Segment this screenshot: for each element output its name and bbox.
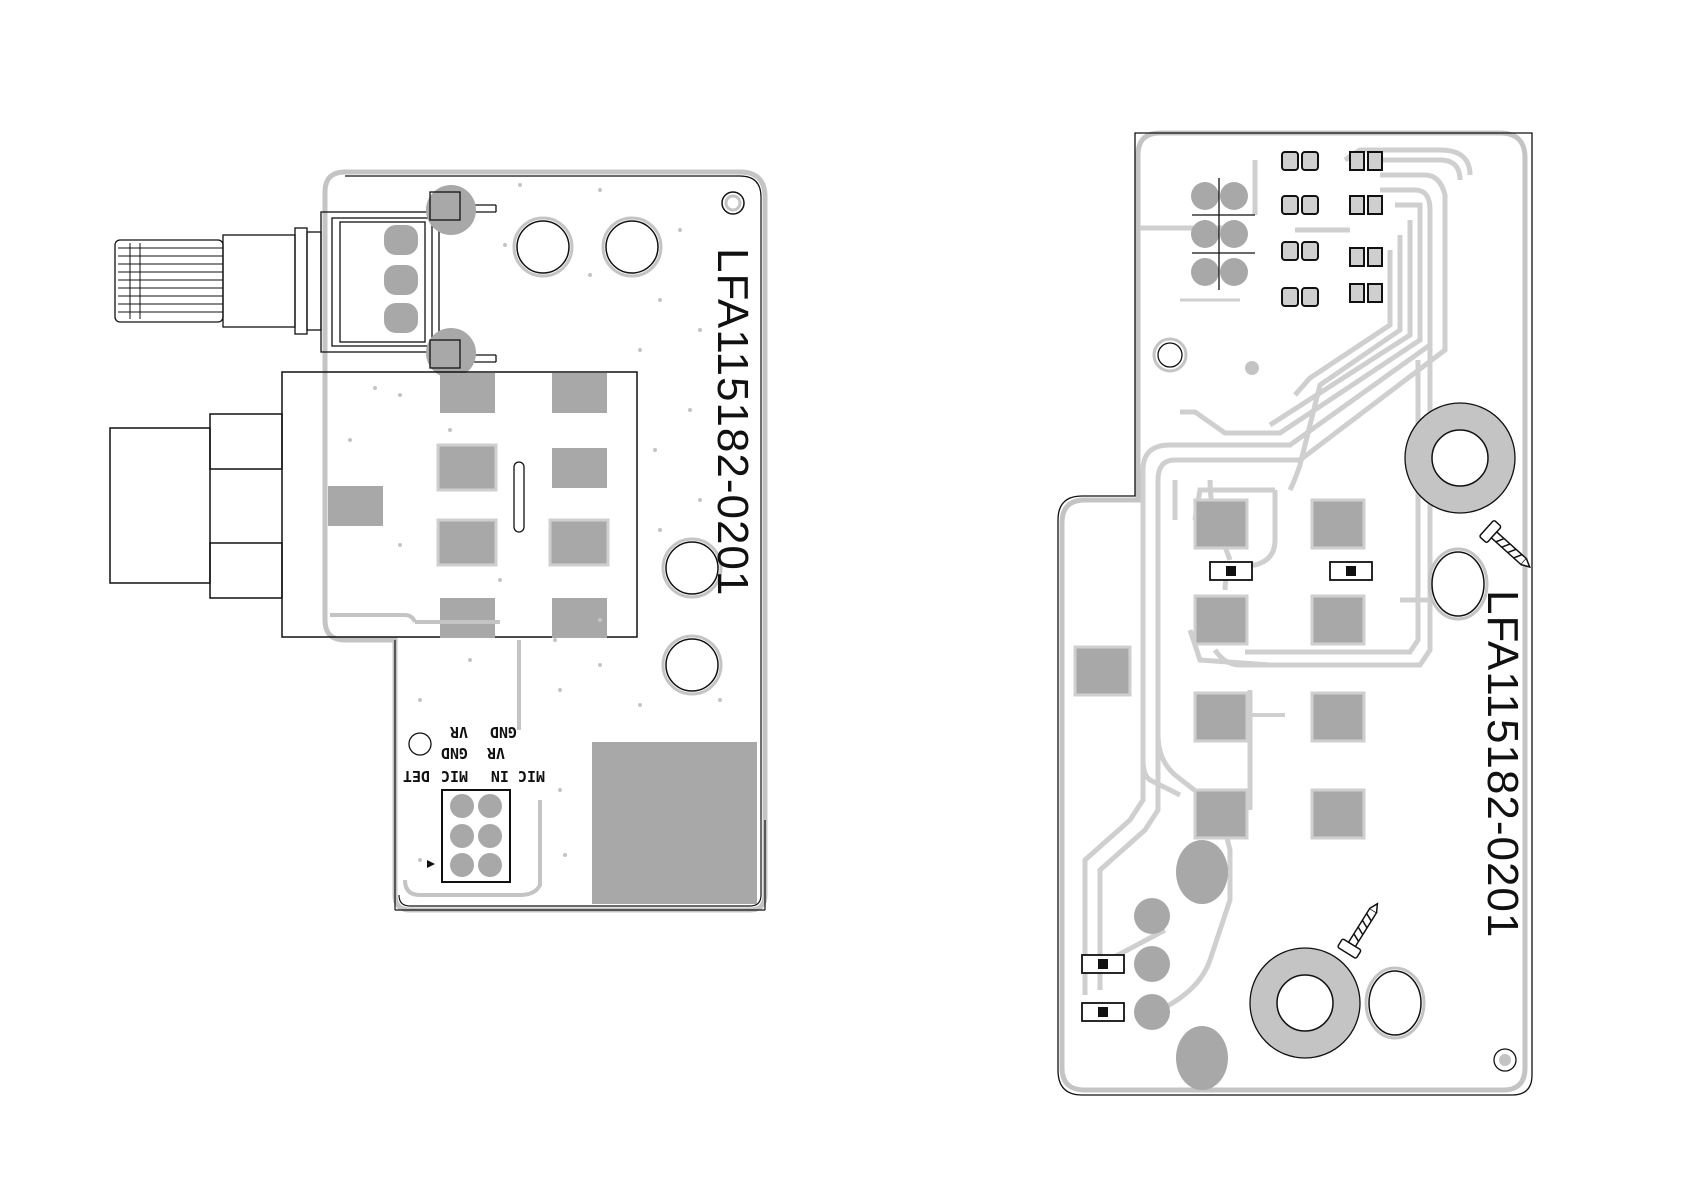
label-vr-top: VR [449, 723, 468, 741]
label-gnd-top: GND [490, 723, 517, 741]
right-part-number: LFA115182-0201 [1478, 590, 1527, 938]
label-gnd-mid: GND [441, 744, 468, 762]
label-mic: MIC [441, 767, 468, 785]
label-det: DET [403, 767, 430, 785]
right-board: LFA115182-0201 [1058, 133, 1537, 1095]
left-part-number: LFA115182-0201 [708, 248, 757, 596]
label-mic-in: MIC IN [491, 767, 545, 785]
left-board: GND VR VR GND MIC IN MIC DET LFA115182-0… [110, 172, 765, 910]
label-vr-mid: VR [486, 744, 505, 762]
